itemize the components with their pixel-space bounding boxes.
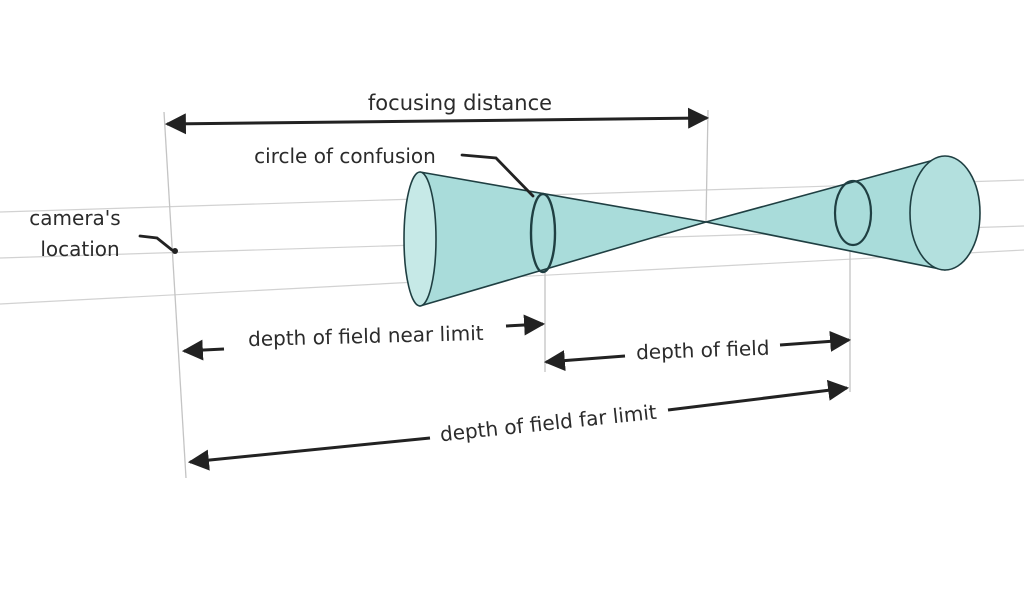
- far-circle-of-confusion: [833, 179, 873, 247]
- focusing-distance-label: focusing distance: [368, 91, 552, 115]
- far-cone-body: [705, 156, 946, 271]
- camera-location-leader: [138, 234, 174, 252]
- dof-arrow-left: [543, 350, 626, 372]
- camera-extension-line: [163, 111, 187, 479]
- leader-lines: [138, 153, 535, 252]
- near-limit-arrow-right: [505, 314, 546, 336]
- near-limit-label: depth of field near limit: [248, 321, 484, 351]
- circle-of-confusion-leader: [460, 153, 535, 198]
- camera-location-label-line1: camera's: [29, 206, 120, 230]
- circle-of-confusion-label: circle of confusion: [254, 144, 436, 168]
- near-cone: [403, 171, 707, 307]
- near-circle-of-confusion: [529, 192, 557, 274]
- dimension-arrows: [164, 107, 852, 471]
- far-limit-label: depth of field far limit: [439, 400, 658, 447]
- focus-extension-line: [705, 109, 709, 223]
- near-limit-arrow-left: [181, 339, 225, 361]
- far-limit-arrow-left: [187, 436, 431, 471]
- far-limit-arrow-right: [667, 379, 850, 412]
- near-cone-base: [403, 171, 437, 307]
- far-cone: [705, 155, 981, 271]
- camera-location-label-line2: location: [40, 237, 119, 261]
- dof-arrow-right: [779, 330, 852, 352]
- focusing-distance-arrow: [164, 107, 710, 135]
- depth-of-field-label: depth of field: [636, 336, 770, 365]
- far-cone-base: [909, 155, 981, 271]
- camera-location-point: [172, 248, 178, 254]
- near-cone-body: [419, 171, 707, 307]
